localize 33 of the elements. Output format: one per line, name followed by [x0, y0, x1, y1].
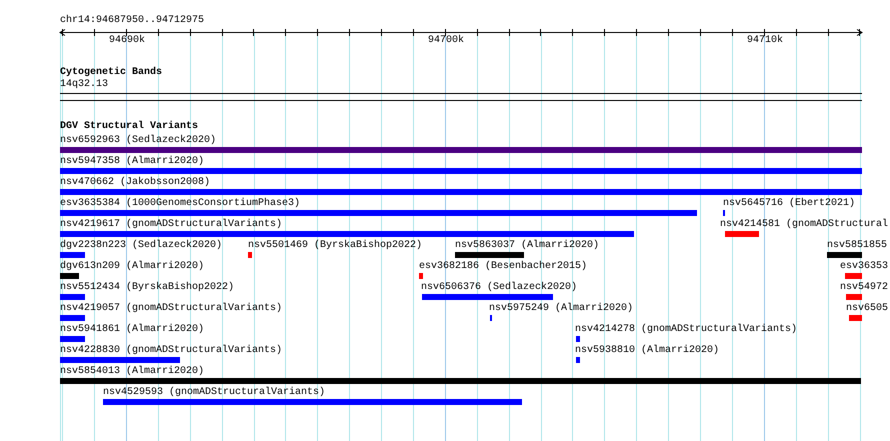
- variant-label: nsv4529593 (gnomADStructuralVariants): [103, 387, 326, 398]
- variant-label: nsv5975249 (Almarri2020): [489, 303, 634, 314]
- region-coordinates: chr14:94687950..94712975: [60, 15, 204, 26]
- variant-label: nsv5938810 (Almarri2020): [575, 345, 720, 356]
- variant-label: nsv4214278 (gnomADStructuralVariants): [575, 324, 798, 335]
- tick-label: 94700k: [428, 35, 464, 46]
- variant-label: nsv5645716 (Ebert2021): [723, 198, 856, 209]
- tick-label: 94710k: [747, 35, 784, 46]
- variant-label: nsv470662 (Jakobsson2008): [60, 177, 210, 188]
- track-heading: DGV Structural Variants: [60, 121, 198, 132]
- variant-label: nsv5941861 (Almarri2020): [60, 324, 204, 335]
- variant-label: nsv4228830 (gnomADStructuralVariants): [60, 345, 282, 356]
- variant-label: nsv5512434 (ByrskaBishop2022): [60, 282, 234, 293]
- variant-label: nsv6505: [846, 303, 888, 314]
- variant-label: esv3635384 (1000GenomesConsortiumPhase3): [60, 198, 300, 209]
- variant-label: esv3682186 (Besenbacher2015): [419, 261, 588, 272]
- variant-label: dgv613n209 (Almarri2020): [60, 261, 204, 272]
- variant-label: dgv2238n223 (Sedlazeck2020): [60, 240, 222, 251]
- variant-label: nsv5854013 (Almarri2020): [60, 366, 204, 377]
- variant-label: nsv5947358 (Almarri2020): [60, 156, 204, 167]
- variant-label: nsv4219617 (gnomADStructuralVariants): [60, 219, 282, 230]
- tick-label: 94690k: [109, 35, 146, 46]
- variant-label: nsv5863037 (Almarri2020): [455, 240, 600, 251]
- track-heading: Cytogenetic Bands: [60, 67, 162, 78]
- variant-label: nsv6592963 (Sedlazeck2020): [60, 135, 216, 146]
- variant-label: nsv5501469 (ByrskaBishop2022): [248, 240, 422, 251]
- variant-label: nsv4219057 (gnomADStructuralVariants): [60, 303, 282, 314]
- variant-label: nsv6506376 (Sedlazeck2020): [421, 282, 578, 293]
- variant-label: nsv5851855: [827, 240, 888, 251]
- variant-label: nsv4214581 (gnomADStructural: [720, 219, 888, 230]
- variant-label: esv36353: [840, 261, 888, 272]
- band-label: 14q32.13: [60, 79, 108, 90]
- variant-label: nsv54972: [840, 282, 888, 293]
